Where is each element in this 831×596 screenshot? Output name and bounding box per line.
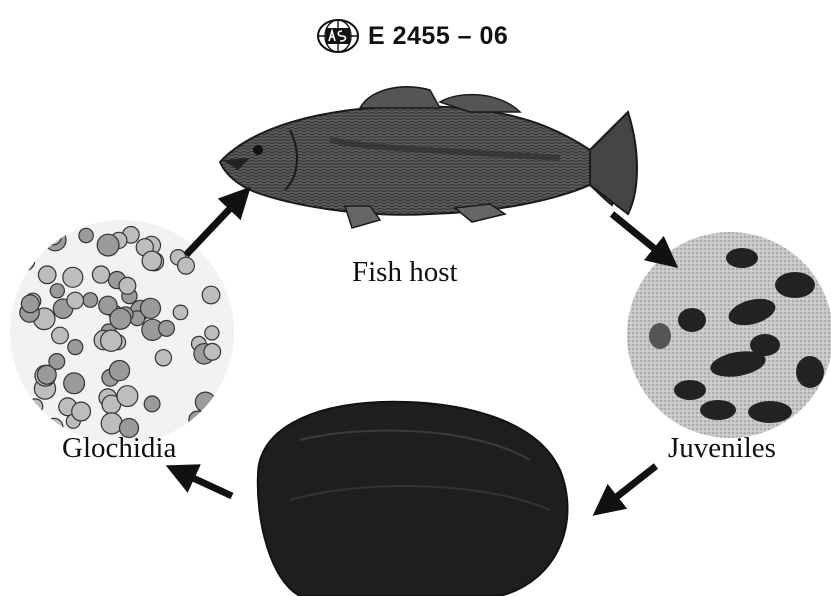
glochidium-cell — [204, 344, 221, 361]
juveniles-label: Juveniles — [668, 432, 776, 465]
glochidium-cell — [37, 365, 56, 384]
glochidium-cell — [110, 308, 131, 329]
arrow-juveniles-to-adult — [605, 466, 656, 506]
glochidium-cell — [83, 293, 98, 308]
glochidium-cell — [72, 402, 91, 421]
glochidium-cell — [101, 330, 122, 351]
glochidium-cell — [68, 340, 83, 355]
glochidium-cell — [155, 350, 171, 366]
glochidium-cell — [97, 234, 119, 256]
fish-host-label: Fish host — [352, 256, 458, 289]
glochidium-cell — [159, 321, 175, 337]
glochidium-cell — [142, 251, 161, 270]
juveniles-image — [627, 232, 831, 438]
arrow-adult-to-glochidia — [180, 472, 232, 496]
glochidia-label: Glochidia — [62, 432, 176, 465]
glochidium-cell — [178, 257, 195, 274]
glochidium-cell — [38, 266, 56, 284]
glochidium-cell — [28, 399, 43, 414]
glochidium-cell — [52, 327, 69, 344]
glochidium-cell — [101, 413, 122, 434]
glochidium-cell — [21, 295, 39, 313]
glochidium-cell — [119, 277, 136, 294]
glochidium-cell — [50, 284, 64, 298]
glochidium-cell — [79, 228, 93, 242]
fish-host-image — [220, 87, 637, 228]
glochidium-cell — [109, 361, 129, 381]
glochidium-cell — [67, 292, 84, 309]
glochidium-cell — [202, 286, 220, 304]
glochidia-image — [10, 220, 234, 444]
glochidium-cell — [45, 418, 63, 436]
glochidium-cell — [189, 411, 206, 428]
glochidium-cell — [44, 229, 66, 251]
glochidium-cell — [92, 266, 109, 283]
glochidium-cell — [173, 305, 188, 320]
glochidium-cell — [63, 267, 83, 287]
arrow-glochidia-to-fish — [186, 198, 240, 255]
adult-mussel-image — [258, 402, 568, 596]
arrow-fish-to-juveniles — [612, 214, 666, 258]
glochidium-cell — [15, 251, 35, 271]
glochidium-cell — [205, 326, 219, 340]
glochidium-cell — [144, 396, 160, 412]
glochidium-cell — [141, 298, 161, 318]
glochidium-cell — [117, 386, 138, 407]
glochidium-cell — [64, 373, 85, 394]
glochidium-cell — [195, 392, 215, 412]
glochidium-cell — [46, 230, 61, 245]
